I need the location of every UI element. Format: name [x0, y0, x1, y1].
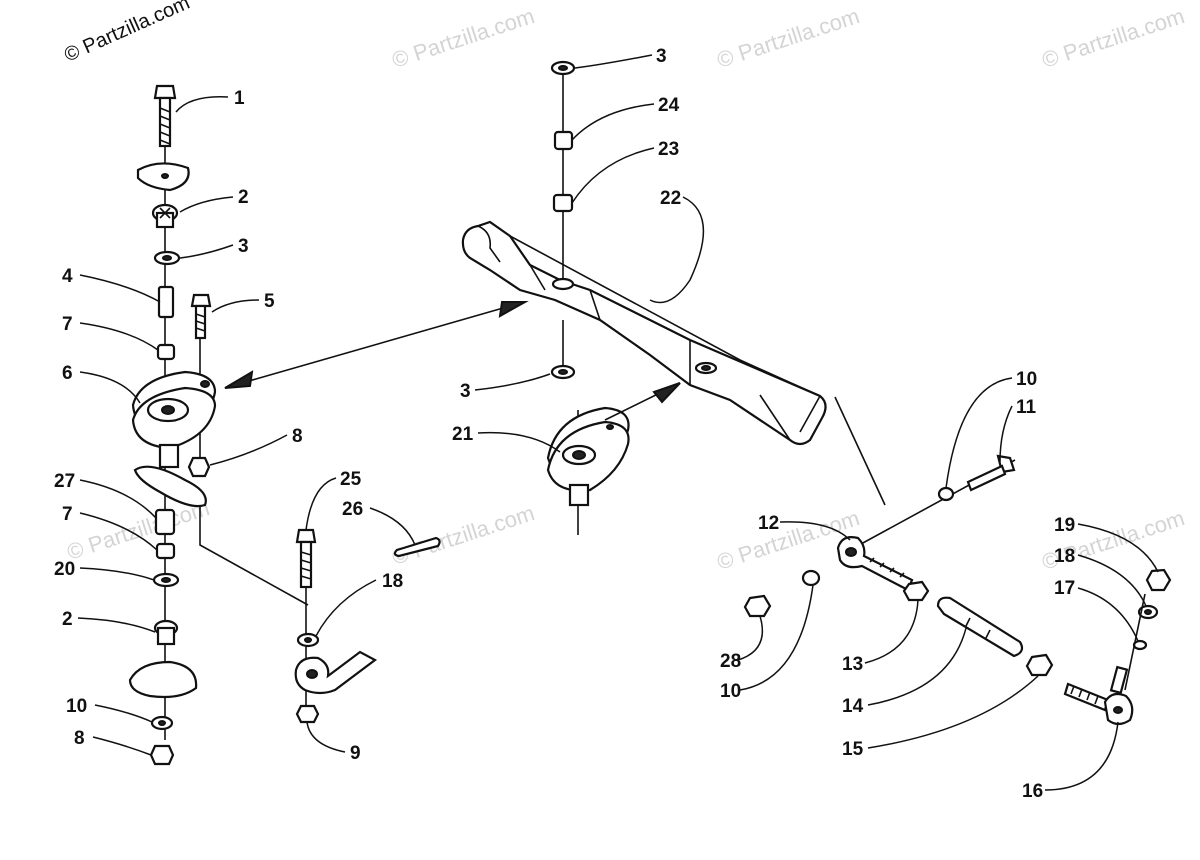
callout-7-lower: 7 [62, 504, 73, 525]
watermark-6: © Partzilla.com [714, 505, 863, 575]
callout-21: 21 [452, 424, 474, 445]
callout-24: 24 [658, 95, 680, 116]
watermark-main: © Partzilla.com [61, 0, 193, 67]
callout-14: 14 [842, 696, 864, 717]
callout-23: 23 [658, 139, 679, 160]
leader-lines [77, 54, 1159, 791]
callout-2-lower: 2 [62, 609, 73, 630]
callout-5: 5 [264, 291, 275, 312]
swing-arm-22 [461, 220, 827, 446]
callout-3-lower: 3 [460, 381, 471, 402]
callout-8-lower: 8 [74, 728, 85, 749]
callout-11: 11 [1016, 397, 1037, 418]
callout-18-left: 18 [382, 571, 403, 592]
callout-10-right-top: 10 [1016, 369, 1037, 390]
callout-25: 25 [340, 469, 362, 490]
left-mount-assembly [128, 84, 309, 766]
bolt-1 [153, 84, 177, 148]
mount-bracket-6 [131, 370, 217, 508]
callout-8-upper: 8 [292, 426, 303, 447]
callout-16: 16 [1022, 781, 1043, 802]
callout-22: 22 [660, 188, 681, 209]
callout-10-right-bottom: 10 [720, 681, 741, 702]
callout-numbers: 1 2 3 4 5 7 6 8 27 7 20 2 10 8 25 26 18 … [54, 46, 1075, 802]
callout-26: 26 [342, 499, 363, 520]
callout-1: 1 [234, 88, 245, 109]
callout-19: 19 [1054, 515, 1075, 536]
swing-arm-assembly [224, 60, 827, 535]
sleeve-4 [157, 285, 175, 319]
watermark-1: © Partzilla.com [389, 3, 538, 73]
watermark-5: © Partzilla.com [389, 500, 538, 570]
sleeve-14 [936, 596, 1024, 658]
mount-21 [546, 406, 630, 535]
watermark-3: © Partzilla.com [1039, 3, 1188, 73]
callout-4: 4 [62, 266, 73, 287]
callout-27: 27 [54, 471, 75, 492]
callout-15: 15 [842, 739, 864, 760]
watermarks: © Partzilla.com © Partzilla.com © Partzi… [61, 0, 1187, 575]
bushing-2 [151, 203, 179, 229]
callout-3-top: 3 [656, 46, 667, 67]
callout-10-left: 10 [66, 696, 87, 717]
bolt-5 [190, 293, 212, 340]
rod-end-assembly-left [294, 528, 441, 724]
callout-7-upper: 7 [62, 314, 73, 335]
callout-6: 6 [62, 363, 73, 384]
callout-18-right: 18 [1054, 546, 1075, 567]
watermark-2: © Partzilla.com [714, 3, 863, 73]
callout-28: 28 [720, 651, 741, 672]
callout-17: 17 [1054, 578, 1075, 599]
callout-13: 13 [842, 654, 863, 675]
cotter-pin-26 [393, 536, 441, 558]
callout-20: 20 [54, 559, 75, 580]
callout-2-upper: 2 [238, 187, 249, 208]
callout-12: 12 [758, 513, 779, 534]
tie-rod-assembly [743, 396, 1172, 726]
callout-3-upper: 3 [238, 236, 249, 257]
assembly-arrows [224, 301, 681, 421]
callout-9: 9 [350, 743, 361, 764]
